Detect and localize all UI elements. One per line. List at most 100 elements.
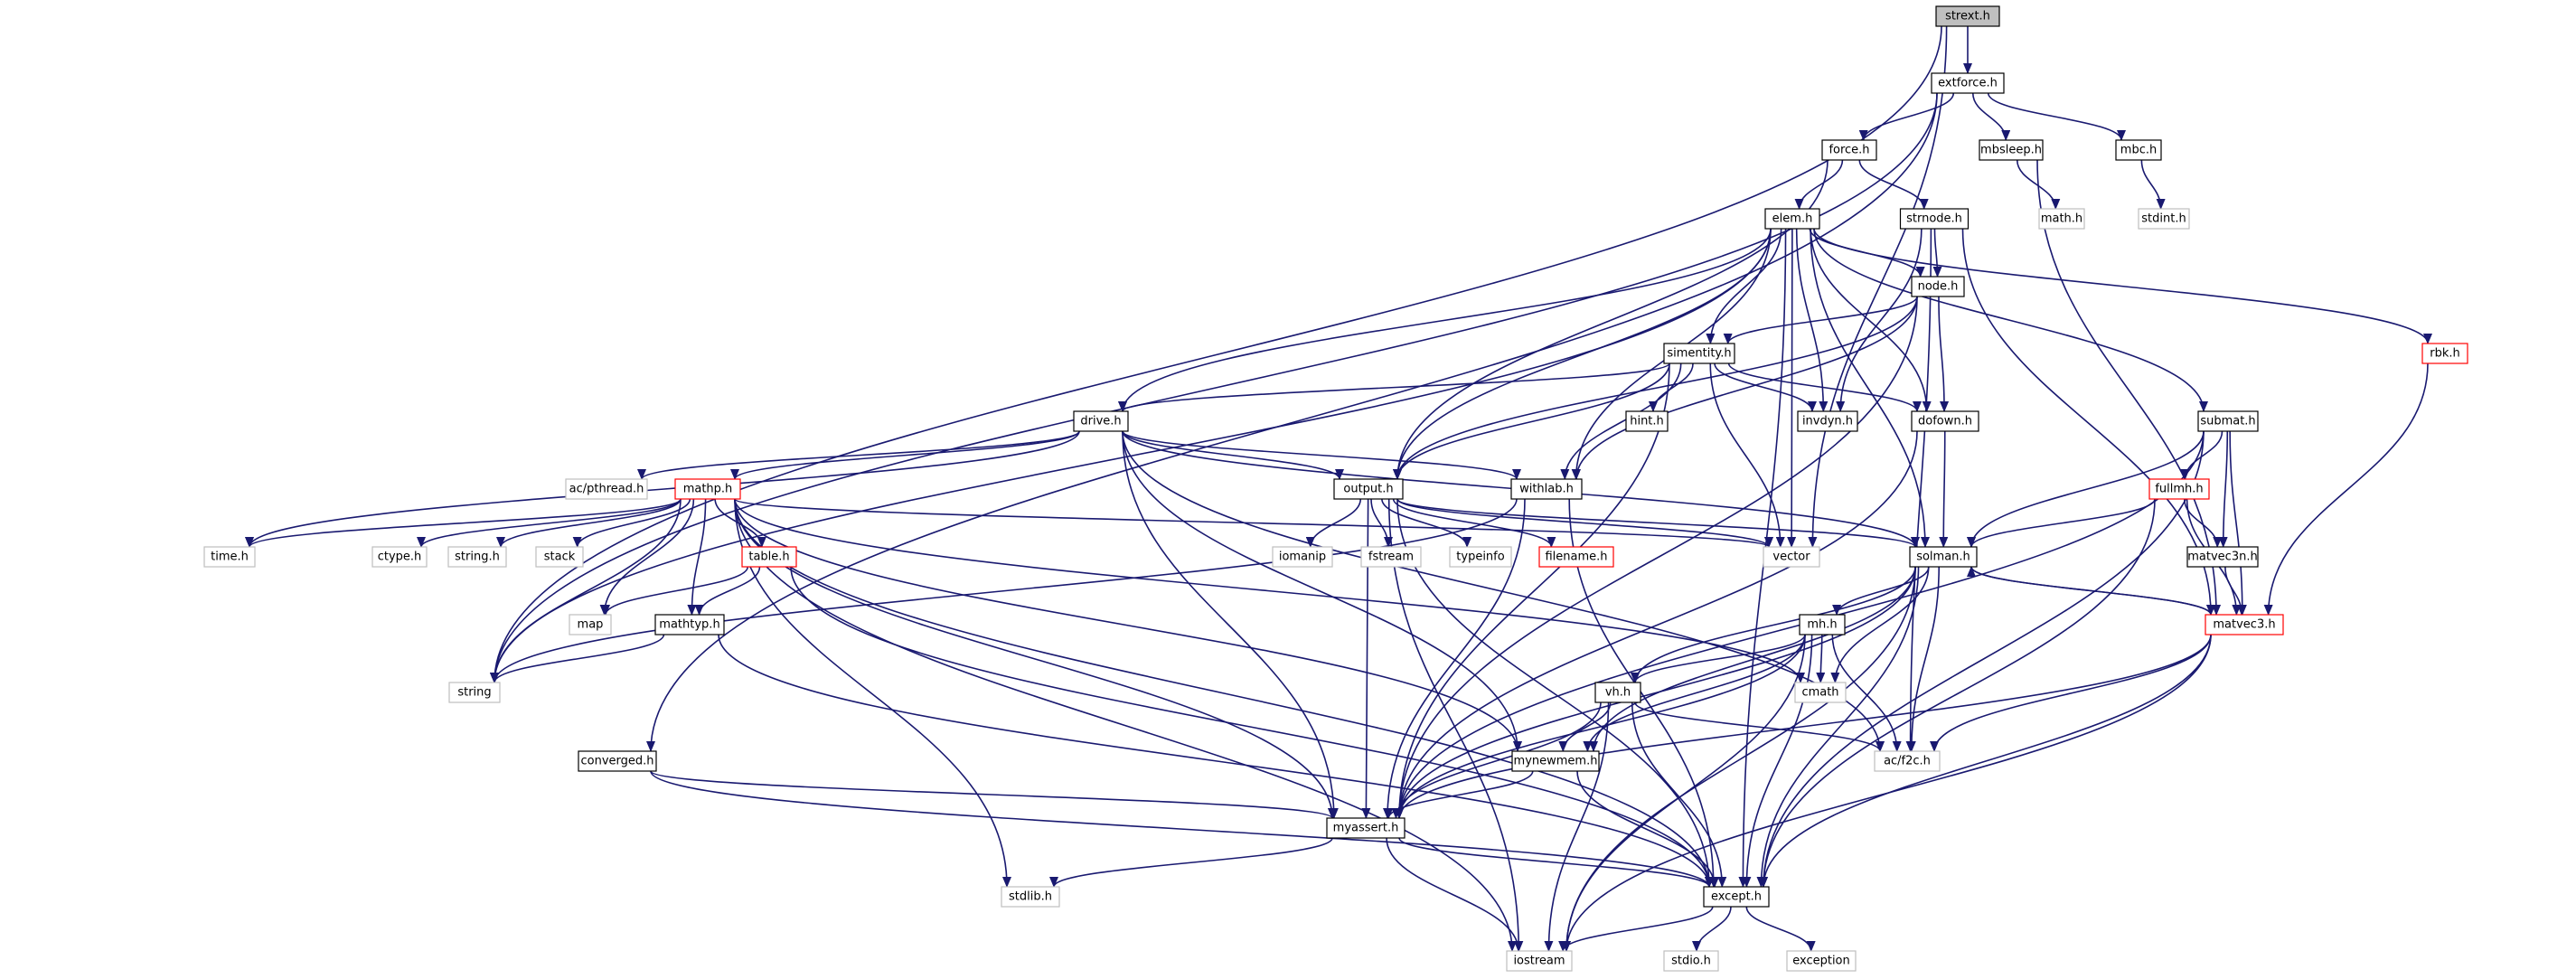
node-mbc[interactable]: mbc.h: [2115, 139, 2162, 161]
edge-mathtyp-to-except: [718, 634, 1714, 888]
node-box-mathtyp: [654, 614, 725, 635]
edge-strnode-to-node: [1932, 228, 1942, 278]
edge-solman-to-mynewmem: [1589, 566, 1916, 752]
node-simentity[interactable]: simentity.h: [1663, 343, 1735, 364]
edge-mh-to-cmath: [1816, 634, 1826, 683]
node-label-math: math.h: [2041, 212, 2082, 226]
node-label-except: except.h: [1711, 890, 1762, 904]
node-label-table: table.h: [748, 551, 789, 564]
node-except[interactable]: except.h: [1703, 886, 1770, 908]
edge-node-to-output: [1393, 296, 1918, 480]
node-label-simentity: simentity.h: [1667, 347, 1731, 361]
node-box-vector: [1763, 546, 1820, 568]
node-box-math: [2038, 208, 2085, 230]
node-output[interactable]: output.h: [1333, 478, 1404, 500]
node-table[interactable]: table.h: [741, 546, 797, 568]
edge-matvec3n-to-matvec3: [2224, 566, 2247, 616]
edge-mathp-to-time: [245, 498, 682, 548]
node-label-stdlib: stdlib.h: [1009, 890, 1052, 904]
node-label-rbk: rbk.h: [2430, 347, 2460, 361]
node-box-exception: [1786, 950, 1857, 972]
node-box-table: [741, 546, 797, 568]
node-box-fstream: [1360, 546, 1422, 568]
node-label-dofown: dofown.h: [1918, 415, 1972, 428]
node-fullmh[interactable]: fullmh.h: [2148, 478, 2210, 500]
edge-rbk-to-matvec3: [2263, 362, 2429, 616]
node-label-force: force.h: [1829, 144, 1869, 157]
node-filename[interactable]: filename.h: [1538, 546, 1614, 568]
node-box-hint: [1625, 410, 1669, 432]
node-label-fullmh: fullmh.h: [2155, 483, 2203, 496]
node-withlab[interactable]: withlab.h: [1510, 478, 1583, 500]
node-dofown[interactable]: dofown.h: [1911, 410, 1979, 432]
edge-fullmh-to-except: [1759, 498, 2156, 888]
node-label-pthread: ac/pthread.h: [569, 483, 644, 496]
node-solman[interactable]: solman.h: [1909, 546, 1978, 568]
edge-extforce-to-converged: [646, 92, 1938, 752]
node-mathtyp[interactable]: mathtyp.h: [654, 614, 725, 635]
node-box-converged: [578, 750, 657, 772]
edge-drive-to-mynewmem: [1122, 430, 1522, 752]
node-extforce[interactable]: extforce.h: [1931, 72, 2005, 94]
edge-solman-to-vh: [1631, 566, 1916, 683]
node-force[interactable]: force.h: [1821, 139, 1877, 161]
node-label-mh: mh.h: [1807, 618, 1837, 632]
node-mynewmem[interactable]: mynewmem.h: [1511, 750, 1600, 772]
node-drive[interactable]: drive.h: [1073, 410, 1129, 432]
edge-vh-to-myassert: [1391, 701, 1602, 819]
node-strext[interactable]: strext.h: [1935, 5, 2000, 27]
node-stdlib: stdlib.h: [1001, 886, 1060, 908]
edge-matvec3-to-f2c: [1930, 634, 2212, 752]
node-label-stack: stack: [544, 551, 576, 564]
node-box-time: [203, 546, 256, 568]
edge-output-to-iostream: [1387, 498, 1524, 952]
node-mathp[interactable]: mathp.h: [674, 478, 741, 500]
edge-solman-to-except: [1756, 566, 1920, 888]
edge-simentity-to-myassert: [1395, 362, 1670, 819]
node-myassert[interactable]: myassert.h: [1326, 817, 1406, 839]
edge-except-to-iostream: [1558, 906, 1714, 952]
node-label-map: map: [578, 618, 604, 632]
edges-layer: [245, 25, 2432, 952]
node-label-vh: vh.h: [1605, 686, 1631, 700]
node-label-iomanip: iomanip: [1279, 551, 1326, 564]
node-box-ctype: [371, 546, 428, 568]
node-vh[interactable]: vh.h: [1594, 682, 1641, 703]
edge-simentity-to-hint: [1648, 362, 1694, 412]
edge-withlab-to-myassert: [1383, 498, 1526, 819]
node-label-stdint: stdint.h: [2141, 212, 2186, 226]
edge-mathp-to-mathtyp: [687, 498, 707, 616]
node-node[interactable]: node.h: [1911, 276, 1965, 297]
node-invdyn[interactable]: invdyn.h: [1797, 410, 1858, 432]
node-mh[interactable]: mh.h: [1799, 614, 1846, 635]
node-elem[interactable]: elem.h: [1764, 208, 1820, 230]
node-time: time.h: [203, 546, 256, 568]
node-box-mbsleep: [1979, 139, 2044, 161]
node-submat[interactable]: submat.h: [2197, 410, 2259, 432]
node-strnode[interactable]: strnode.h: [1899, 208, 1970, 230]
nodes-layer: strext.h extforce.h force.h mbsleep.h mbc.h e…: [203, 5, 2468, 972]
node-label-withlab: withlab.h: [1519, 483, 1574, 496]
node-rbk[interactable]: rbk.h: [2421, 343, 2468, 364]
node-box-iomanip: [1272, 546, 1333, 568]
node-ctype: ctype.h: [371, 546, 428, 568]
node-mbsleep[interactable]: mbsleep.h: [1979, 139, 2044, 161]
node-box-strnode: [1899, 208, 1970, 230]
node-box-matvec3: [2205, 614, 2284, 635]
node-label-converged: converged.h: [580, 755, 653, 768]
edge-mbsleep-to-math: [2016, 159, 2061, 210]
edge-dofown-to-solman: [1939, 430, 1949, 548]
edge-mathp-to-iostream: [734, 498, 1517, 952]
edge-force-to-elem: [1794, 159, 1844, 210]
node-matvec3[interactable]: matvec3.h: [2205, 614, 2284, 635]
node-matvec3n[interactable]: matvec3n.h: [2186, 546, 2259, 568]
node-label-ctype: ctype.h: [378, 551, 422, 564]
node-pthread: ac/pthread.h: [565, 478, 648, 500]
edge-mh-to-except: [1742, 634, 1813, 888]
edge-submat-to-except: [1759, 430, 2205, 888]
node-hint[interactable]: hint.h: [1625, 410, 1669, 432]
node-converged[interactable]: converged.h: [578, 750, 657, 772]
node-box-invdyn: [1797, 410, 1858, 432]
node-label-drive: drive.h: [1080, 415, 1121, 428]
edge-extforce-to-mbsleep: [1971, 92, 2011, 141]
